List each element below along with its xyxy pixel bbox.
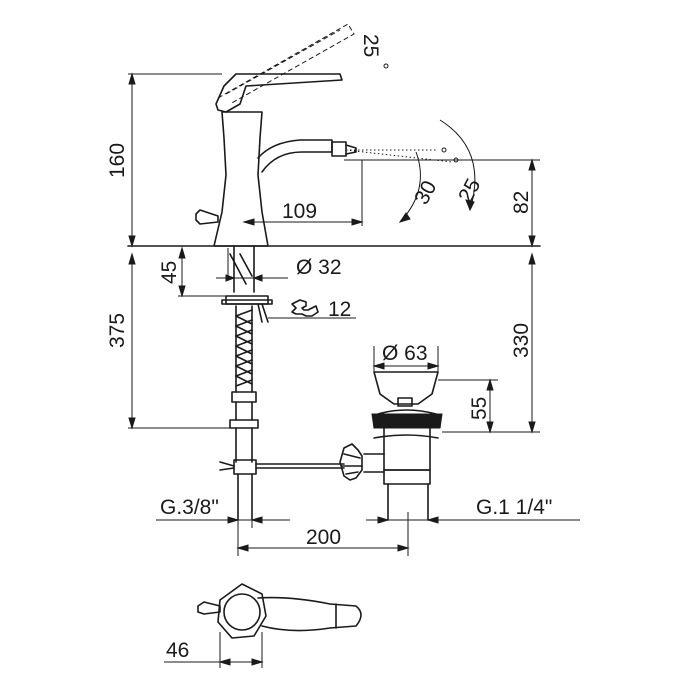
inlet-pipe (237, 473, 253, 521)
faucet-side-view (127, 23, 541, 521)
spout (257, 139, 333, 173)
label-spout-reach: 109 (282, 200, 317, 223)
mixer-body (213, 111, 269, 247)
popup-knob (195, 209, 219, 225)
label-spout-height: 82 (510, 191, 533, 214)
wrench-icon (291, 299, 319, 317)
dimension-lines (128, 72, 580, 668)
label-nozzle-angle-25: 25 (454, 175, 485, 206)
waste-flange (371, 413, 443, 429)
label-shank-length: 45 (158, 261, 181, 284)
waste-assembly (339, 371, 443, 521)
plan-spout (257, 596, 362, 632)
hose-fitting (231, 391, 257, 403)
plan-view (197, 583, 362, 639)
label-lever-angle: 25 (359, 34, 382, 57)
rod-clamp (233, 459, 257, 475)
spout-nozzle (331, 141, 347, 157)
plan-knob (197, 601, 221, 615)
popup-plug-cap (373, 371, 439, 405)
label-total-below: 375 (106, 313, 129, 348)
dimension-labels: 25 160 109 30 25 82 45 Ø 32 12 375 330 Ø… (106, 34, 552, 662)
lever-tilted-outline (217, 23, 355, 105)
label-waste-thread: G.1 1/4" (476, 496, 552, 519)
label-rod-length: 200 (306, 526, 341, 549)
label-shank-diameter: Ø 32 (296, 256, 342, 279)
lever-tilted-inner (225, 29, 341, 95)
label-inlet-thread: G.3/8" (160, 496, 219, 519)
label-waste-depth: 55 (468, 397, 491, 420)
label-wrench-size: 12 (328, 298, 351, 321)
label-waste-diameter: Ø 63 (382, 342, 428, 365)
lever-handle (215, 73, 343, 113)
label-waste-height: 330 (510, 323, 533, 358)
waste-tailpiece (383, 469, 431, 485)
label-nozzle-angle-30: 30 (410, 177, 441, 208)
label-plan-width: 46 (166, 639, 189, 662)
shank (233, 245, 255, 293)
flexible-hose (235, 305, 253, 393)
plan-body-circle (223, 593, 261, 631)
label-height-body: 160 (106, 143, 129, 178)
rod-knob (339, 443, 363, 481)
